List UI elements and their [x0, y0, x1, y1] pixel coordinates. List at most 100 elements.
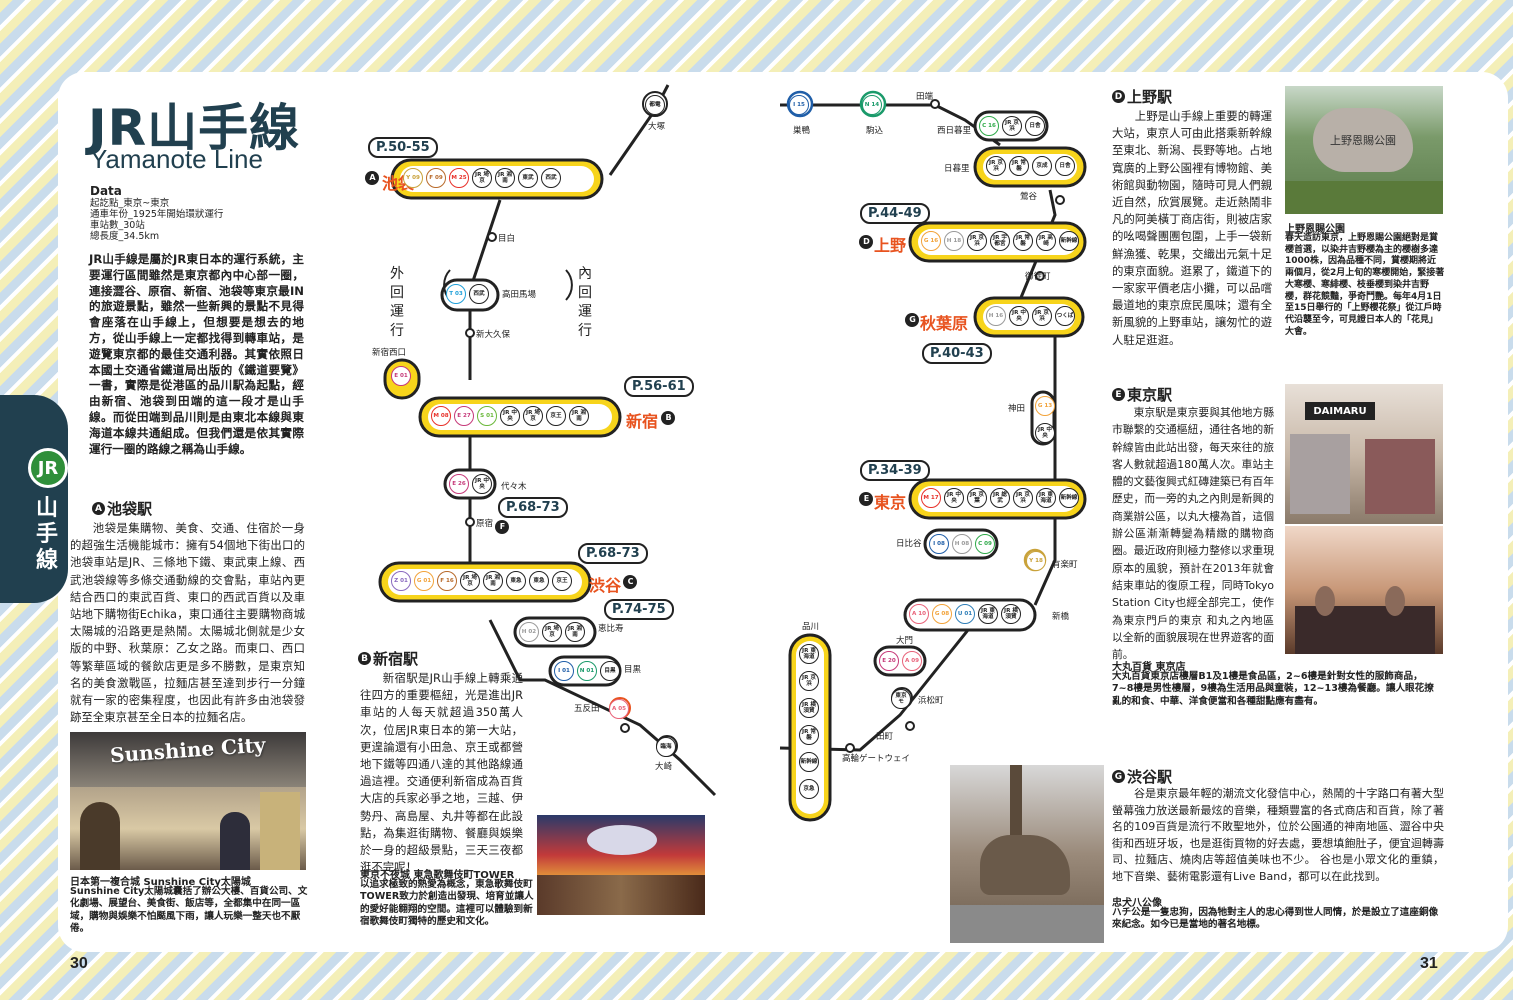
- transfer-line-badge: 東急: [506, 571, 526, 591]
- section-body-ikebukuro: 池袋是集購物、美食、交通、住宿於一身的超強生活機能城市：擁有54個地下街出口的池…: [70, 521, 305, 725]
- transfer-line-badge: 新幹線: [1059, 231, 1079, 251]
- photo-caption-title: 日本第一複合城 Sunshine City太陽城: [70, 877, 251, 888]
- station-label[interactable]: 新宿西口: [372, 348, 407, 358]
- transfer-line-badge: 東武: [518, 168, 538, 188]
- transfer-line-badge: H 08: [952, 534, 972, 554]
- transfer-line-badge: E 26: [449, 474, 469, 494]
- page-title: JR山手線: [88, 99, 301, 157]
- letter-marker-g: G: [909, 315, 916, 324]
- transfer-line-badge: Y 18: [1026, 551, 1046, 571]
- intro-paragraph: JR山手線是屬於JR東日本的運行系統，主要運行區間雖然是東京都內中心部一圈，連接…: [89, 252, 304, 456]
- page-ref-shibuya[interactable]: P.68-73: [578, 543, 648, 564]
- transfer-line-badge: JR 東海道: [799, 644, 819, 664]
- letter-badge: E: [1112, 388, 1125, 401]
- photo-stone-text: 上野恩賜公園: [1313, 108, 1413, 172]
- transfer-line-badge: JR 湘南: [483, 571, 503, 591]
- hub-name-shibuya: 渋谷: [589, 576, 622, 595]
- station-label[interactable]: 日比谷: [896, 539, 922, 549]
- letter-badge: D: [1112, 90, 1125, 103]
- transfer-line-badge: H 16: [986, 306, 1006, 326]
- transfer-line-badge: C 09: [975, 534, 995, 554]
- station-label[interactable]: 大門: [896, 636, 914, 646]
- transfer-line-badge: JR 湘南: [565, 622, 585, 642]
- station-label[interactable]: 代々木: [501, 482, 527, 492]
- transfer-line-badge: S 01: [477, 406, 497, 426]
- station-label[interactable]: 神田: [1008, 404, 1026, 414]
- photo-daimaru-store: [1285, 526, 1443, 654]
- transfer-line-badge: 新幹線: [1059, 488, 1079, 508]
- station-label[interactable]: 田町: [876, 732, 894, 742]
- station-label[interactable]: 新大久保: [476, 330, 511, 340]
- section-heading-ueno: D 上野駅: [1112, 86, 1172, 107]
- station-label[interactable]: 巣鴨: [793, 126, 811, 136]
- station-label[interactable]: 日暮里: [944, 164, 970, 174]
- transfer-line-badge: JR 京浜: [1032, 306, 1052, 326]
- transfer-line-badge: Z 01: [391, 571, 411, 591]
- transfer-line-badge: JR 湘南: [495, 168, 515, 188]
- page-ref-shinjuku[interactable]: P.56-61: [624, 376, 694, 397]
- station-label[interactable]: 高輪ゲートウェイ: [842, 754, 911, 764]
- transfer-line-badge: JR 埼京: [542, 622, 562, 642]
- page-subtitle: Yamanote Line: [90, 144, 263, 174]
- station-label[interactable]: 大崎: [655, 762, 673, 772]
- transfer-line-badge: 東急: [529, 571, 549, 591]
- transfer-line-badge: E 01: [391, 366, 411, 386]
- transfer-line-badge: I 01: [554, 661, 574, 681]
- letter-marker-e: E: [863, 494, 870, 503]
- station-label[interactable]: 鶯谷: [1020, 192, 1038, 202]
- page-ref-tokyo[interactable]: P.34-39: [860, 460, 930, 481]
- letter-badge: B: [358, 652, 371, 665]
- page-ref-harajuku[interactable]: P.68-73: [498, 497, 568, 518]
- station-label[interactable]: 原宿: [476, 519, 494, 529]
- transfer-line-badge: 京王: [546, 406, 566, 426]
- station-label[interactable]: 新橋: [1052, 612, 1070, 622]
- letter-marker-d: D: [863, 237, 870, 246]
- transfer-line-badge: 西武: [541, 168, 561, 188]
- photo-caption-title: 上野恩賜公園: [1285, 224, 1345, 235]
- station-label[interactable]: 目白: [498, 234, 516, 244]
- transfer-line-badge: G 01: [414, 571, 434, 591]
- transfer-line-badge: JR 総武: [990, 488, 1010, 508]
- station-label[interactable]: 田端: [916, 92, 934, 102]
- station-label[interactable]: 浜松町: [918, 696, 944, 706]
- data-list: 起訖點_東京~東京 通車年份_1925年開始環狀運行 車站數_30站 總長度_3…: [90, 198, 223, 242]
- hub-name-akihabara: 秋葉原: [920, 314, 969, 333]
- transfer-line-badge: 日舎: [1025, 116, 1045, 136]
- transfer-line-badge: JR 埼京: [472, 168, 492, 188]
- transfer-line-badge: A 05: [609, 699, 629, 719]
- page-ref-akihabara[interactable]: P.40-43: [922, 343, 992, 364]
- station-label[interactable]: 品川: [802, 622, 820, 632]
- transfer-line-badge: 目黒: [600, 661, 620, 681]
- transfer-line-badge: JR 京浜: [986, 156, 1006, 176]
- photo-sign-text: DAIMARU: [1305, 402, 1375, 420]
- photo-kabukicho-tower: [537, 815, 705, 915]
- page-ref-ikebukuro[interactable]: P.50-55: [368, 137, 438, 158]
- transfer-line-badge: M 17: [921, 488, 941, 508]
- photo-caption: 春天造訪東京，上野恩賜公園絕對是賞櫻首選，以染井吉野櫻為主的櫻樹多達1000株，…: [1285, 233, 1445, 337]
- page-ref-ueno[interactable]: P.44-49: [860, 203, 930, 224]
- transfer-line-badge: F 09: [426, 168, 446, 188]
- letter-marker-a: A: [369, 173, 376, 182]
- section-body-shinjuku: 新宿駅是JR山手線上轉乘通往四方的重要樞紐，光是進出JR車站的人每天就超過350…: [360, 671, 523, 875]
- transfer-line-badge: JR 常磐: [1013, 231, 1033, 251]
- station-label[interactable]: 御徒町: [1025, 272, 1051, 282]
- letter-marker-c: C: [627, 577, 634, 586]
- transfer-line-badge: JR 東海道: [1036, 488, 1056, 508]
- transfer-line-badge: I 15: [789, 95, 809, 115]
- data-line: 通車年份_1925年開始環狀運行: [90, 209, 224, 220]
- section-body-ueno: 上野是山手線上重要的轉運大站，東京人可由此搭乘新幹線至東北、新潟、長野等地。占地…: [1112, 109, 1272, 347]
- page-number-right: 31: [1420, 955, 1438, 972]
- rail-track-right: [779, 103, 1057, 752]
- transfer-line-badge: JR 宇都宮: [990, 231, 1010, 251]
- station-label[interactable]: 目黒: [624, 665, 642, 675]
- station-label[interactable]: 高田馬場: [502, 290, 537, 300]
- station-label[interactable]: 駒込: [866, 126, 884, 136]
- station-label[interactable]: 有楽町: [1052, 560, 1078, 570]
- station-label[interactable]: 大塚: [648, 122, 666, 132]
- page-ref-ebisu[interactable]: P.74-75: [604, 599, 674, 620]
- photo-caption-title: 忠犬八公像: [1112, 898, 1162, 909]
- station-label[interactable]: 五反田: [574, 704, 600, 714]
- station-label[interactable]: 西日暮里: [937, 126, 972, 136]
- transfer-line-badge: F 16: [437, 571, 457, 591]
- station-label[interactable]: 恵比寿: [598, 624, 624, 634]
